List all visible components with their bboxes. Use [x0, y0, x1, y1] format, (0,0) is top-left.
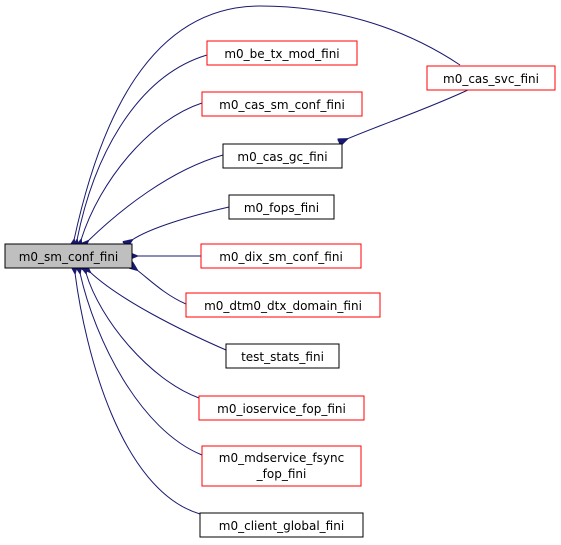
- node-label: m0_dtm0_dtx_domain_fini: [204, 299, 362, 313]
- node-label: m0_dix_sm_conf_fini: [219, 250, 343, 264]
- node-label: m0_ioservice_fop_fini: [217, 402, 346, 416]
- node-label: m0_sm_conf_fini: [19, 250, 119, 264]
- node-label: m0_cas_sm_conf_fini: [219, 98, 345, 112]
- node-ioservice-fop-fini[interactable]: m0_ioservice_fop_fini: [198, 395, 365, 421]
- node-sm-conf-fini[interactable]: m0_sm_conf_fini: [4, 243, 133, 269]
- node-label: m0_be_tx_mod_fini: [224, 47, 339, 61]
- node-label: test_stats_fini: [241, 350, 324, 364]
- edge-cas-svc-fini-to-sm-conf-fini: [74, 5, 461, 240]
- node-test-stats-fini[interactable]: test_stats_fini: [225, 343, 340, 369]
- node-dix-sm-conf-fini[interactable]: m0_dix_sm_conf_fini: [200, 243, 362, 269]
- node-client-global-fini[interactable]: m0_client_global_fini: [199, 512, 364, 538]
- edge-mdservice-fsync-fop-fini: [80, 273, 203, 456]
- edge-ioservice-fop-fini: [86, 273, 200, 399]
- node-label: m0_cas_svc_fini: [443, 72, 539, 86]
- node-cas-gc-fini[interactable]: m0_cas_gc_fini: [222, 143, 343, 169]
- node-be-tx-mod-fini[interactable]: m0_be_tx_mod_fini: [206, 40, 358, 66]
- edges: [74, 5, 471, 515]
- node-label: m0_cas_gc_fini: [237, 150, 327, 164]
- node-mdservice-fsync-fop-fini[interactable]: m0_mdservice_fsync _fop_fini: [201, 445, 362, 487]
- node-label: m0_client_global_fini: [219, 519, 344, 533]
- edge-cas-gc-fini: [88, 154, 224, 241]
- node-cas-svc-fini[interactable]: m0_cas_svc_fini: [426, 65, 556, 91]
- edge-client-global-fini: [75, 273, 201, 515]
- node-label-line2: _fop_fini: [256, 467, 307, 481]
- edge-cas-svc-fini-to-cas-gc-fini: [347, 88, 471, 139]
- edge-be-tx-mod-fini: [77, 54, 208, 240]
- node-cas-sm-conf-fini[interactable]: m0_cas_sm_conf_fini: [201, 91, 363, 117]
- edge-cas-sm-conf-fini: [81, 102, 203, 240]
- node-label-line1: m0_mdservice_fsync: [219, 451, 344, 465]
- edge-fops-fini: [132, 206, 230, 240]
- edge-test-stats-fini: [90, 272, 227, 351]
- edge-dtm0-dtx-domain-fini: [137, 270, 187, 305]
- node-label: m0_fops_fini: [244, 201, 319, 215]
- node-dtm0-dtx-domain-fini[interactable]: m0_dtm0_dtx_domain_fini: [185, 292, 381, 318]
- node-fops-fini[interactable]: m0_fops_fini: [228, 194, 335, 220]
